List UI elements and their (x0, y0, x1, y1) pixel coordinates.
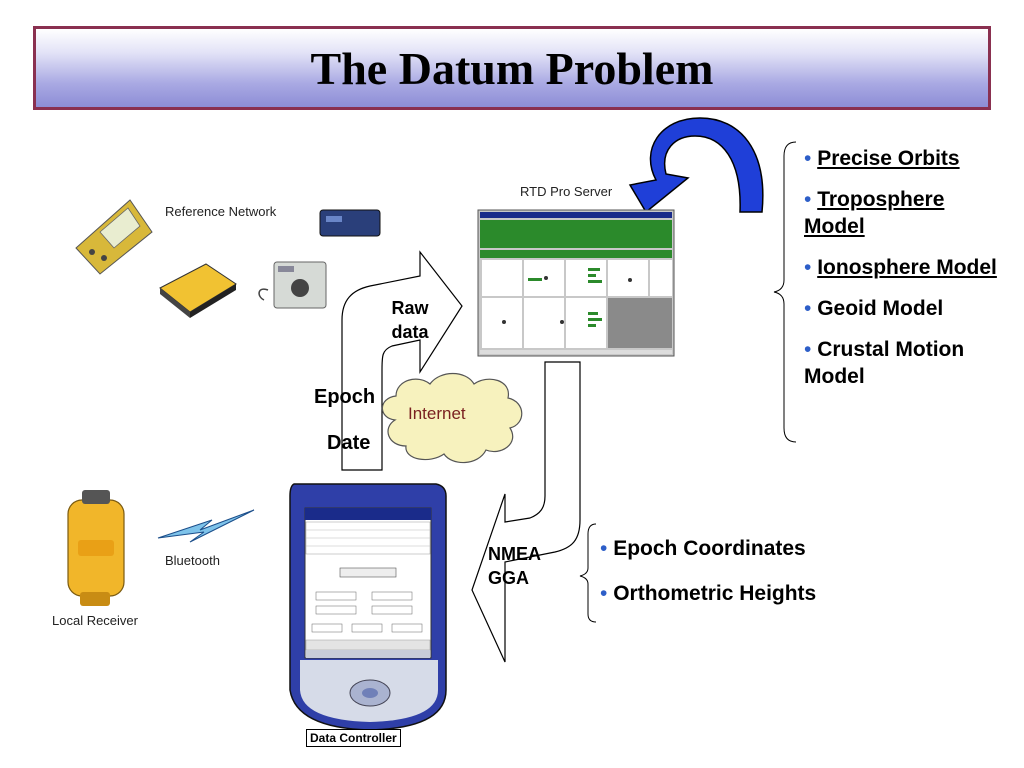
reference-receiver-box-icon (159, 263, 237, 318)
server-items-list: • Precise Orbits • Troposphere Model • I… (804, 145, 1004, 404)
curved-arrow-icon (628, 117, 764, 214)
rtd-server-label: RTD Pro Server (520, 184, 613, 199)
list-item: • Troposphere Model (804, 188, 945, 238)
list-item: • Crustal Motion Model (804, 338, 965, 388)
nmea-arrow-icon (471, 361, 581, 663)
client-items-brace (579, 523, 597, 623)
date-label: Date (327, 432, 371, 454)
internet-cloud-icon (381, 372, 523, 464)
raw-data-label: Raw data (391, 298, 429, 342)
reference-modem-icon (319, 209, 381, 237)
local-receiver-icon (67, 490, 125, 606)
list-item: • Orthometric Heights (600, 582, 817, 605)
data-controller-label: Data Controller (306, 729, 401, 747)
internet-label: Internet (408, 404, 466, 423)
list-item: • Ionosphere Model (804, 256, 997, 279)
reference-network-label: Reference Network (165, 204, 277, 219)
nmea-gga-label: NMEA GGA (488, 544, 541, 588)
server-items-brace (773, 141, 797, 443)
reference-receiver-handheld-icon (75, 199, 153, 275)
bluetooth-bolt-icon (157, 509, 255, 543)
page-title: The Datum Problem (310, 42, 714, 94)
local-receiver-label: Local Receiver (52, 613, 138, 628)
title-bar: The Datum Problem (33, 26, 991, 110)
reference-radio-icon (258, 261, 327, 309)
epoch-label: Epoch (314, 386, 376, 408)
list-item: • Precise Orbits (804, 147, 960, 170)
raw-data-arrow-icon (341, 250, 463, 471)
pda-device-icon (289, 483, 447, 731)
client-items-list: • Epoch Coordinates • Orthometric Height… (600, 535, 900, 621)
list-item: • Geoid Model (804, 297, 944, 320)
server-screen-icon (477, 209, 675, 357)
list-item: • Epoch Coordinates (600, 537, 806, 560)
bluetooth-label: Bluetooth (165, 553, 220, 568)
